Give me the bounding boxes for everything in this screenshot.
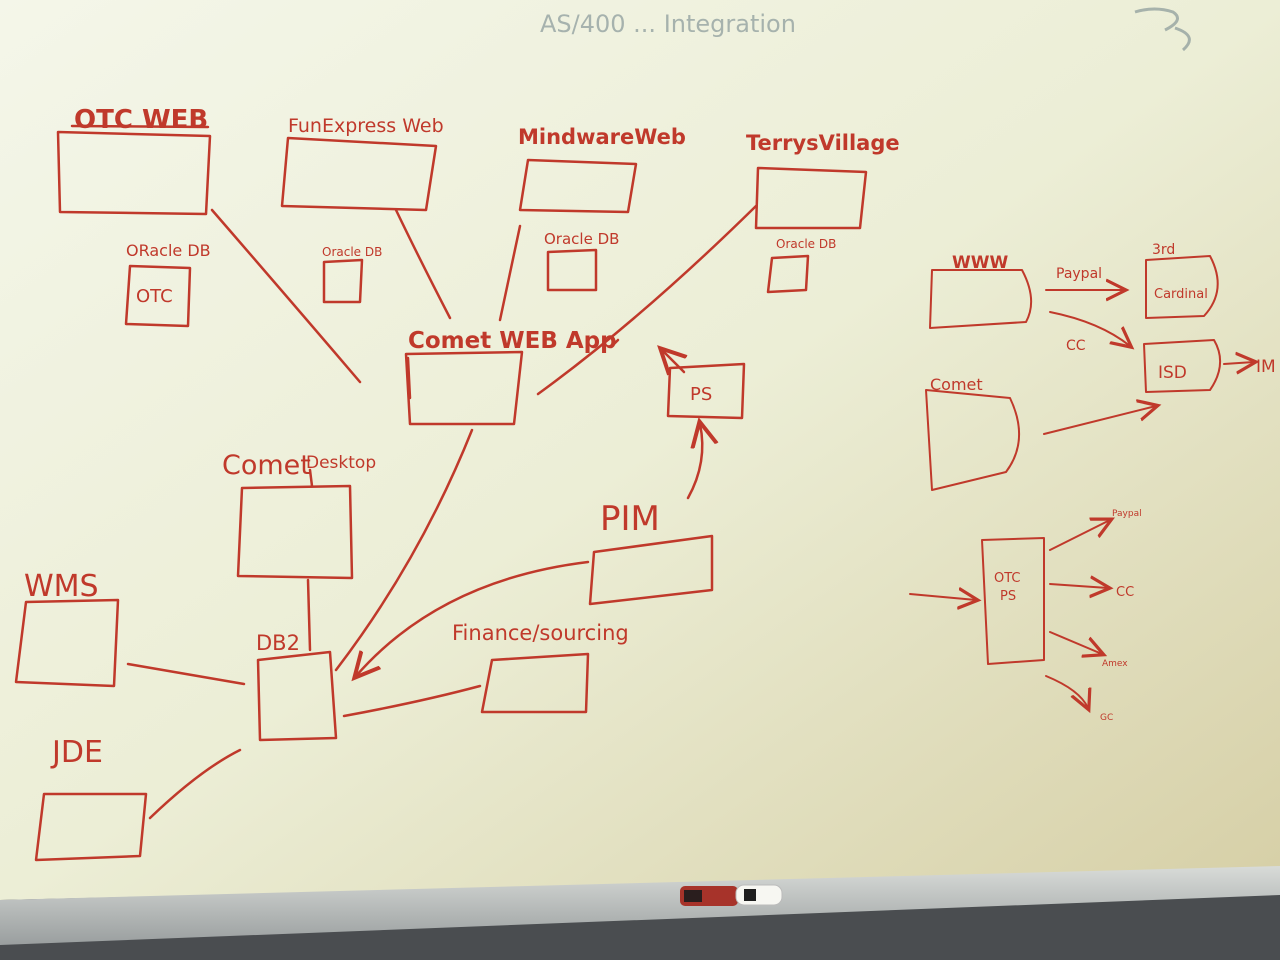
line-mindware-comet (498, 224, 522, 322)
label-cardinal: Cardinal (1154, 287, 1208, 302)
comet-web-app-box (404, 350, 524, 426)
label-gc: GC (1100, 713, 1113, 723)
line-otc-comet (210, 208, 362, 384)
wms-box (14, 598, 120, 688)
left-labels: OTC WEB FunExpress Web MindwareWeb Terry… (24, 105, 900, 770)
red-marker[interactable] (680, 886, 738, 906)
line-desktop-db2 (306, 578, 312, 652)
line-cometweb-db2 (334, 428, 474, 672)
out-gc-arrow (1045, 675, 1088, 708)
comet-desktop-box (236, 484, 354, 580)
faint-scribble (1134, 7, 1191, 52)
label-pim: PIM (600, 499, 660, 539)
label-cc: CC (1066, 338, 1086, 354)
otc-oracle-db-box (124, 264, 192, 328)
label-otc: OTC (994, 571, 1021, 586)
ps-box (666, 362, 746, 420)
label-mindware-oracle-db: Oracle DB (544, 230, 619, 248)
line-terrys-comet (536, 204, 758, 396)
pim-to-ps-arrow (686, 424, 702, 500)
otc-ps-box (981, 537, 1045, 665)
left-diagram (14, 124, 868, 862)
line-jde-db2 (148, 748, 242, 820)
cc-arrow (1049, 311, 1130, 346)
label-db2: DB2 (256, 631, 300, 655)
label-funexpress-oracle-db: Oracle DB (322, 245, 382, 259)
label-otc-oracle-db: ORacle DB (126, 241, 211, 260)
wall-below (0, 895, 1280, 960)
comet-arrow (1043, 406, 1156, 435)
pim-box (588, 534, 714, 606)
label-ps: PS (690, 384, 712, 405)
funexpress-web-box (280, 136, 438, 212)
label-third-party: 3rd (1152, 242, 1175, 258)
label-funexpress-web: FunExpress Web (288, 115, 444, 137)
otc-web-box (56, 130, 212, 216)
isd-box (1143, 339, 1221, 393)
label-jde: JDE (50, 735, 103, 770)
label-paypal: Paypal (1056, 266, 1102, 282)
label-desktop: Desktop (306, 453, 376, 473)
in-arrow (909, 594, 976, 600)
label-otc-db-inner: OTC (136, 286, 173, 307)
label-comet: Comet (222, 450, 311, 481)
label-amex: Amex (1102, 659, 1128, 669)
label-otc-web: OTC WEB (74, 105, 208, 135)
db2-box (256, 650, 338, 742)
label-wms: WMS (24, 569, 99, 604)
line-funexpress-comet (394, 208, 452, 320)
label-finance: Finance/sourcing (452, 621, 629, 645)
label-terrys-oracle-db: Oracle DB (776, 237, 836, 251)
line-db2-finance (342, 684, 482, 718)
label-paypal-notes: Paypal (1112, 509, 1142, 519)
line-wms-db2 (126, 662, 246, 686)
label-im: IM (1256, 357, 1276, 377)
label-comet-web-app: Comet WEB App (408, 328, 617, 354)
out-cc-arrow (1049, 584, 1108, 588)
jde-box (34, 792, 148, 862)
faint-header: AS/400 ... Integration (540, 10, 796, 38)
label-www: WWW (952, 253, 1009, 273)
whiteboard-surface (0, 0, 1280, 900)
comet-shape (925, 389, 1020, 491)
label-ps-right: PS (1000, 589, 1016, 604)
mindware-oracle-db-box (546, 248, 598, 292)
label-cc-out: CC (1116, 585, 1134, 600)
cardinal-box (1145, 255, 1219, 319)
ps-arrow-up (662, 350, 684, 372)
white-marker[interactable] (735, 884, 783, 906)
out-amex-arrow (1049, 631, 1102, 654)
finance-box (480, 652, 590, 714)
right-labels: WWW Paypal 3rd Cardinal CC ISD IM Comet … (930, 242, 1276, 723)
terrys-oracle-db-box (766, 254, 810, 294)
label-mindware-web: MindwareWeb (518, 125, 686, 149)
www-box (929, 269, 1033, 329)
label-terrys-village: TerrysVillage (746, 131, 900, 155)
label-comet-right: Comet (930, 375, 983, 394)
terrys-village-box (754, 166, 868, 230)
funexpress-oracle-db-box (322, 258, 364, 304)
isd-to-im-arrow (1223, 362, 1254, 364)
label-isd: ISD (1158, 363, 1187, 383)
right-diagram (909, 255, 1254, 708)
mindware-web-box (518, 158, 638, 214)
out-paypal-arrow (1049, 520, 1110, 551)
pim-to-db2-arrow (356, 560, 590, 676)
